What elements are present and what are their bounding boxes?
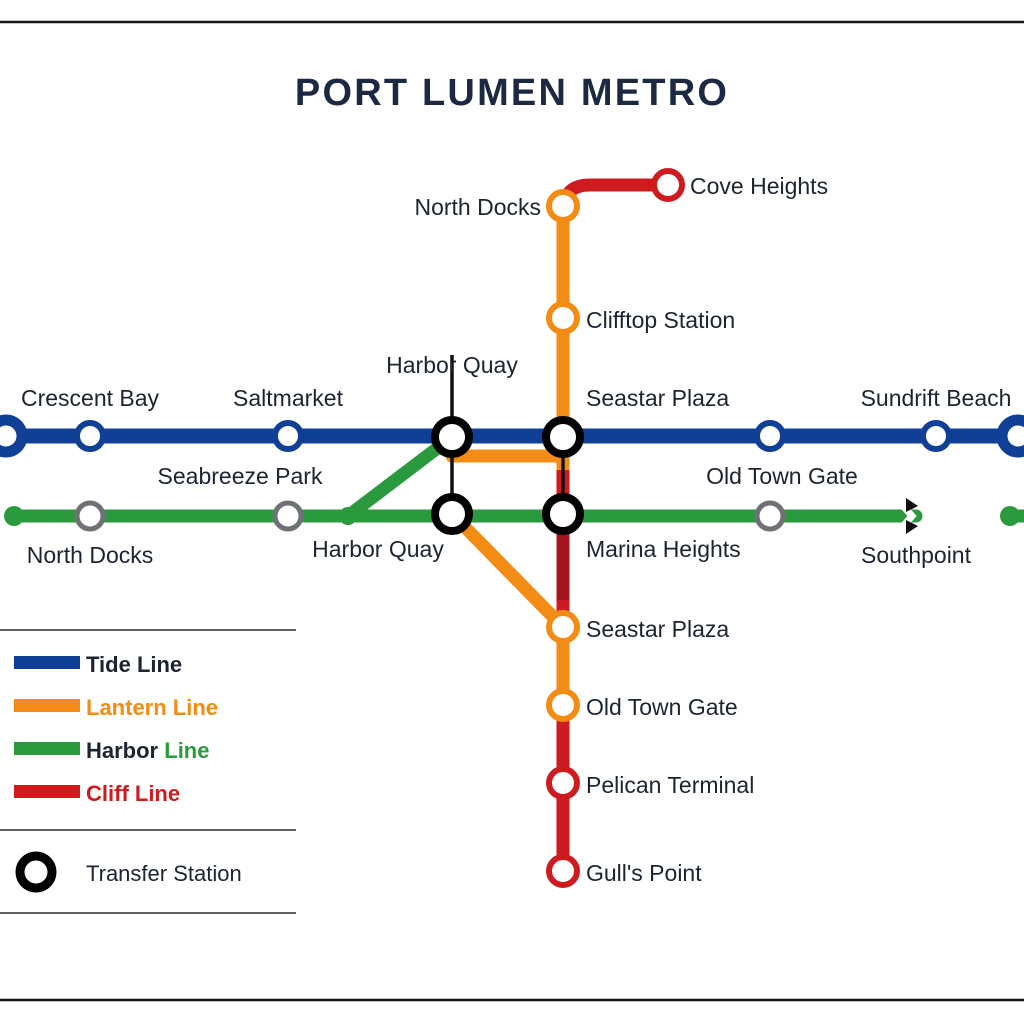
harbor-line-spur[interactable] <box>341 430 459 523</box>
legend-swatch-harbor[interactable] <box>14 742 80 755</box>
station-marker-seastar-plaza-tide[interactable] <box>542 416 584 458</box>
station-markers <box>0 168 1024 888</box>
station-label-old-town-gate-lantern: Old Town Gate <box>586 694 738 720</box>
station-marker-sundrift-beach[interactable] <box>920 420 952 452</box>
station-marker-clifftop-station[interactable] <box>546 301 580 335</box>
harbor-pinch-mark-upper <box>906 498 918 512</box>
station-label-seastar-plaza-tide: Seastar Plaza <box>586 385 729 411</box>
station-marker-saltmarket[interactable] <box>272 420 304 452</box>
harbor-pinch-mark-lower <box>906 520 918 534</box>
station-label-old-town-gate-harbor: Old Town Gate <box>706 463 858 489</box>
station-label-harbor-quay-harbor: Harbor Quay <box>312 536 444 562</box>
station-marker-old-town-gate-lantern[interactable] <box>546 688 580 722</box>
legend-label-cliff[interactable]: Cliff Line <box>86 781 180 806</box>
station-label-seastar-plaza-lantern: Seastar Plaza <box>586 616 729 642</box>
station-label-crescent-bay: Crescent Bay <box>21 385 160 411</box>
map-title: PORT LUMEN METRO <box>295 72 729 114</box>
station-marker-seabreeze-park[interactable] <box>272 500 304 532</box>
station-label-pelican-terminal: Pelican Terminal <box>586 772 754 798</box>
legend-label-harbor-word: Harbor <box>86 738 164 763</box>
harbor-pinch-white-left <box>895 497 917 535</box>
station-marker-pelican-terminal[interactable] <box>546 766 580 800</box>
station-marker-gulls-point[interactable] <box>546 854 580 888</box>
station-marker-tide-unnamed[interactable] <box>754 420 786 452</box>
station-label-clifftop-station: Clifftop Station <box>586 307 735 333</box>
station-label-seabreeze-park: Seabreeze Park <box>158 463 323 489</box>
legend-swatch-lantern[interactable] <box>14 699 80 712</box>
station-label-southpoint: Southpoint <box>861 542 972 568</box>
legend-transfer-icon <box>15 851 57 893</box>
harbor-west-terminal-dot <box>4 506 24 526</box>
station-marker-tide-east-terminal[interactable] <box>996 414 1024 458</box>
legend: Tide Line Lantern Line Harbor Line Cliff… <box>0 629 296 914</box>
station-marker-crescent-bay[interactable] <box>74 420 106 452</box>
legend-label-tide[interactable]: Tide Line <box>86 652 182 677</box>
station-marker-cove-heights[interactable] <box>651 168 685 202</box>
legend-label-transfer: Transfer Station <box>86 861 242 886</box>
legend-label-harbor[interactable]: Harbor Line <box>86 738 209 763</box>
station-marker-old-town-gate-harbor[interactable] <box>754 500 786 532</box>
station-label-gulls-point: Gull's Point <box>586 860 702 886</box>
station-marker-harbor-quay-tide[interactable] <box>431 416 473 458</box>
station-label-north-docks-harbor: North Docks <box>27 542 154 568</box>
station-marker-tide-west-terminal[interactable] <box>0 414 28 458</box>
station-labels: Crescent Bay Saltmarket Harbor Quay Seas… <box>21 173 1011 886</box>
station-label-marina-heights: Marina Heights <box>586 536 741 562</box>
legend-swatch-tide[interactable] <box>14 656 80 669</box>
legend-label-harbor-line-word: Line <box>164 738 209 763</box>
station-marker-north-docks-lantern[interactable] <box>546 189 580 223</box>
station-label-cove-heights: Cove Heights <box>690 173 828 199</box>
station-marker-seastar-plaza-lantern[interactable] <box>546 610 580 644</box>
station-label-harbor-quay-tide: Harbor Quay <box>386 352 518 378</box>
station-label-saltmarket: Saltmarket <box>233 385 344 411</box>
legend-label-lantern[interactable]: Lantern Line <box>86 695 218 720</box>
legend-swatch-cliff[interactable] <box>14 785 80 798</box>
station-label-north-docks-lantern: North Docks <box>414 194 541 220</box>
station-marker-harbor-quay-harbor[interactable] <box>431 493 473 535</box>
harbor-junction-dot <box>339 507 357 525</box>
station-marker-marina-heights[interactable] <box>542 493 584 535</box>
station-label-sundrift-beach: Sundrift Beach <box>861 385 1012 411</box>
station-marker-north-docks-harbor[interactable] <box>74 500 106 532</box>
